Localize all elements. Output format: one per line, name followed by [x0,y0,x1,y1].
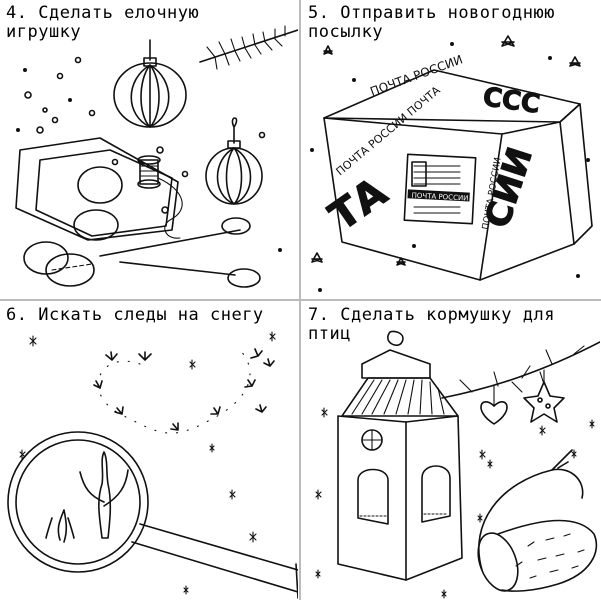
panel-number: 5. [308,3,330,23]
panel-caption: 7. Сделать кормушку для птиц [308,306,596,344]
bird-feeder-icon [302,302,600,600]
label-text: ПОЧТА РОССИИ [411,192,468,203]
parcel-top-text: ПОЧТА РОССИИ [368,52,464,98]
caption-line-2: посылку [308,22,384,42]
panel-caption: 5. Отправить новогоднюю посылку [308,4,596,42]
panel-caption: 6. Искать следы на снегу [6,306,294,325]
magnifier-icon [0,302,298,600]
panel-number: 4. [6,3,28,23]
panel-caption: 4. Сделать елочную игрушку [6,4,294,42]
panel-ornament: 4. Сделать елочную игрушку [0,0,298,298]
caption-line-2: игрушку [6,22,82,42]
panel-parcel: 5. Отправить новогоднюю посылку ПОЧТА РО… [302,0,600,298]
caption-line-2: птиц [308,324,351,344]
vertical-divider [299,0,301,600]
svg-text:ССС: ССС [481,82,542,120]
panel-footprints: 6. Искать следы на снегу [0,302,298,600]
panel-number: 6. [6,305,28,325]
ornament-icon [0,0,298,298]
caption-line-1: Сделать кормушку для [340,305,555,325]
panel-number: 7. [308,305,330,325]
caption-line-1: Сделать елочную [38,3,200,23]
caption-line-1: Искать следы на снегу [38,305,264,325]
parcel-icon: ПОЧТА РОССИИ ССС ПОЧТА РОССИИ ПОЧТА ТА С… [310,0,600,292]
panel-bird-feeder: 7. Сделать кормушку для птиц [302,302,600,600]
caption-line-1: Отправить новогоднюю [340,3,555,23]
